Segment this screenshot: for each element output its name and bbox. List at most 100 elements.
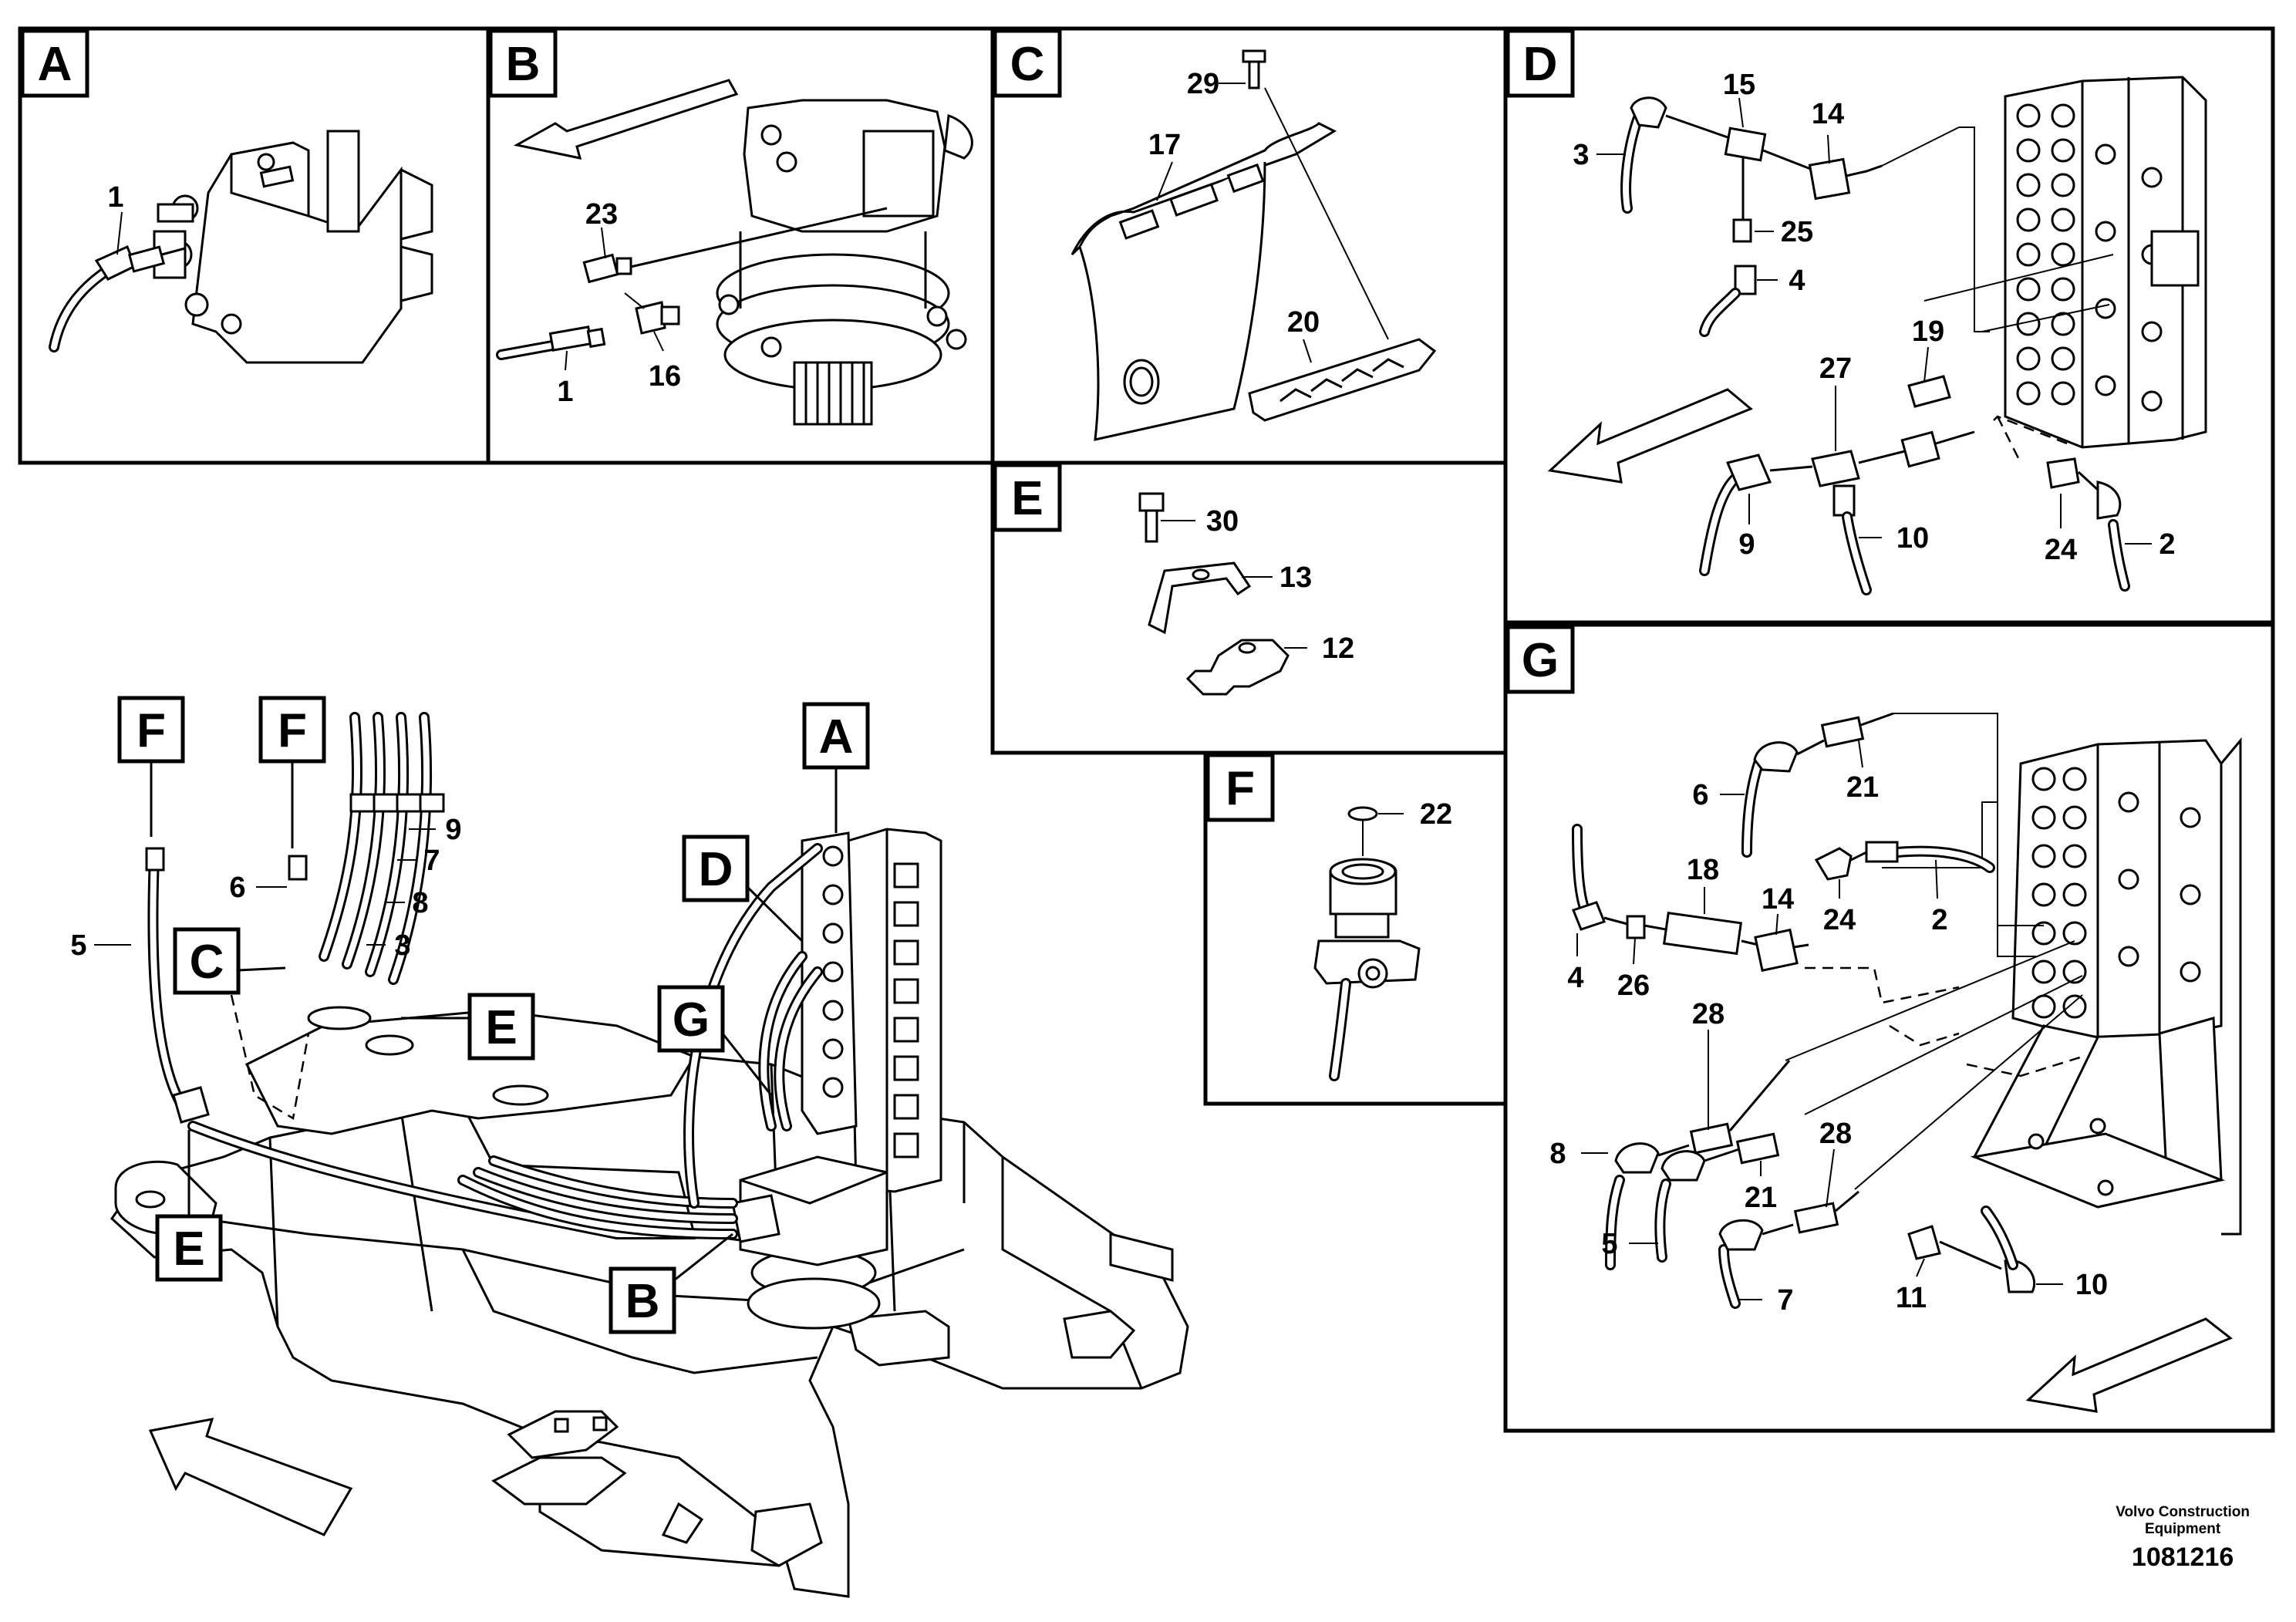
callout-g-14: 14 — [1762, 883, 1794, 916]
callout-e-30: 30 — [1206, 505, 1239, 538]
svg-text:G: G — [1522, 634, 1559, 687]
callout-e-13: 13 — [1279, 561, 1312, 594]
callout-main-7: 7 — [423, 845, 440, 877]
callout-b-23: 23 — [585, 198, 618, 231]
panel-letter-f: F — [1205, 753, 1275, 822]
panel-letter-e: E — [993, 463, 1062, 532]
callout-b-16: 16 — [649, 360, 681, 393]
main-ref-f-left: F — [117, 696, 185, 837]
callout-g-18: 18 — [1687, 854, 1719, 886]
svg-text:A: A — [38, 38, 72, 91]
main-ref-c: C — [173, 927, 286, 995]
document-number: 1081216 — [2131, 1543, 2234, 1572]
main-ref-d: D — [682, 835, 804, 943]
direction-arrow — [148, 1418, 353, 1536]
direction-arrow — [2025, 1317, 2233, 1413]
callout-g-10: 10 — [2075, 1269, 2108, 1301]
callout-d-27: 27 — [1819, 352, 1852, 385]
panel-letter-g: G — [1505, 625, 1575, 694]
callout-g-28-lower: 28 — [1819, 1118, 1852, 1150]
valve-sections — [2031, 767, 2201, 1019]
callout-d-25: 25 — [1781, 216, 1813, 248]
callout-d-19: 19 — [1912, 315, 1944, 348]
credit-line-2: Equipment — [2145, 1521, 2221, 1537]
callout-c-17: 17 — [1148, 129, 1181, 161]
credit-line-1: Volvo Construction — [2116, 1504, 2250, 1520]
direction-arrow — [1547, 388, 1753, 484]
main-callouts: 9 7 6 8 5 3 — [70, 814, 461, 962]
callout-g-8: 8 — [1549, 1138, 1566, 1170]
callout-g-5: 5 — [1601, 1228, 1617, 1260]
panel-d-drawing: 15 14 3 25 4 19 27 9 10 24 2 — [1547, 69, 2207, 595]
callout-g-24: 24 — [1823, 904, 1856, 936]
svg-text:A: A — [819, 710, 854, 764]
panel-letter-a: A — [20, 29, 89, 98]
callout-d-10: 10 — [1896, 522, 1929, 555]
callout-d-24: 24 — [2045, 534, 2077, 566]
callout-d-14: 14 — [1812, 98, 1844, 130]
publisher-credit: Volvo Construction Equipment 1081216 — [2116, 1504, 2250, 1573]
main-ref-f-right: F — [258, 696, 326, 848]
panel-letter-d: D — [1505, 29, 1575, 98]
panel-letter-b: B — [488, 29, 558, 98]
svg-text:G: G — [673, 993, 710, 1047]
svg-text:B: B — [506, 38, 541, 91]
svg-text:F: F — [278, 704, 307, 757]
callout-main-3: 3 — [394, 929, 410, 962]
svg-text:C: C — [190, 936, 224, 989]
panel-a-drawing: 1 — [49, 130, 433, 364]
svg-text:E: E — [1011, 472, 1043, 525]
callout-g-7: 7 — [1777, 1284, 1793, 1317]
panel-frames — [18, 26, 2275, 1433]
callout-d-9: 9 — [1738, 528, 1755, 561]
callout-g-28-upper: 28 — [1692, 998, 1725, 1030]
svg-text:D: D — [699, 843, 733, 896]
panel-g-drawing: 6 21 24 2 18 14 4 26 28 8 21 28 5 7 11 1… — [1549, 712, 2242, 1413]
callout-a-1: 1 — [107, 181, 123, 214]
callout-c-20: 20 — [1287, 306, 1320, 339]
panel-e-drawing: 30 13 12 — [1138, 492, 1354, 696]
callout-b-1: 1 — [557, 376, 573, 408]
panel-d-frame — [1503, 26, 2275, 625]
callout-g-21-bottom: 21 — [1745, 1182, 1777, 1214]
main-ref-e-left: E — [155, 1130, 223, 1282]
hose-bundle — [147, 712, 823, 1239]
svg-text:C: C — [1010, 38, 1045, 91]
svg-text:F: F — [137, 704, 166, 757]
svg-text:E: E — [485, 1001, 517, 1054]
svg-text:D: D — [1523, 38, 1558, 91]
main-ref-g: G — [657, 985, 773, 1096]
panel-c-drawing: 29 20 17 — [1070, 49, 1437, 441]
main-ref-a: A — [802, 702, 870, 833]
callout-main-6: 6 — [229, 872, 245, 904]
callout-d-2: 2 — [2159, 528, 2175, 561]
svg-text:E: E — [173, 1222, 204, 1276]
callout-d-15: 15 — [1723, 69, 1755, 101]
valve-sections — [2016, 103, 2200, 412]
callout-g-6: 6 — [1692, 779, 1708, 811]
svg-text:B: B — [625, 1275, 660, 1328]
callout-main-5: 5 — [70, 929, 86, 962]
panel-g-frame — [1503, 622, 2275, 1433]
callout-g-2: 2 — [1931, 904, 1947, 936]
callout-g-11: 11 — [1896, 1282, 1927, 1314]
callout-g-26: 26 — [1617, 969, 1650, 1002]
callout-c-29: 29 — [1187, 68, 1219, 100]
callout-d-4: 4 — [1789, 265, 1805, 297]
callout-f-22: 22 — [1420, 798, 1452, 831]
svg-text:F: F — [1226, 762, 1255, 815]
panel-e-frame — [990, 460, 1508, 755]
panel-f-drawing: 22 — [1313, 798, 1452, 1081]
callout-e-12: 12 — [1322, 632, 1354, 665]
main-assembly — [110, 712, 1189, 1598]
callout-g-4: 4 — [1567, 962, 1583, 994]
callout-main-9: 9 — [445, 814, 461, 846]
panel-b-drawing: 23 1 16 — [496, 79, 973, 426]
direction-arrow — [513, 79, 739, 160]
callout-main-8: 8 — [412, 887, 428, 919]
callout-g-21-top: 21 — [1846, 771, 1879, 804]
main-ref-b: B — [609, 1233, 733, 1334]
main-ref-e-right: E — [401, 993, 535, 1061]
panel-letter-c: C — [993, 29, 1062, 98]
